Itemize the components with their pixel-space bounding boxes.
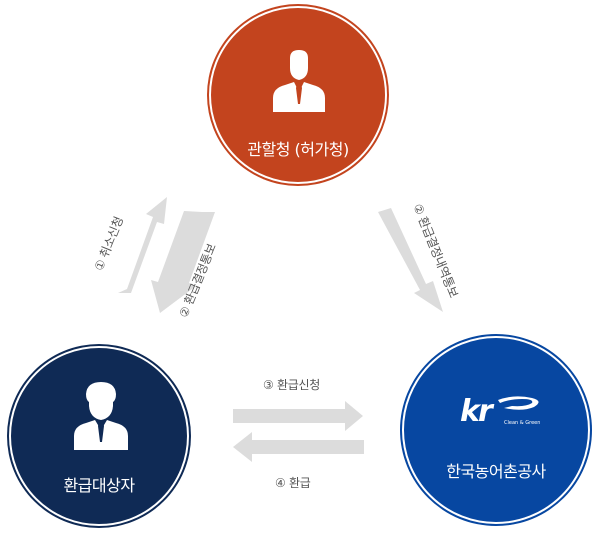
arrow-refund <box>233 432 364 462</box>
step-refund-label: ④ 환급 <box>275 476 311 490</box>
krc-logo-subtext: Clean & Green <box>504 420 541 426</box>
arrow-refund-decision-notice <box>151 211 215 313</box>
applicant-label: 환급대상자 <box>63 476 135 495</box>
person-icon <box>74 382 128 450</box>
person-icon <box>273 50 325 112</box>
authority-node: 관할청 (허가청) <box>209 6 387 184</box>
krc-label: 한국농어촌공사 <box>446 462 546 481</box>
arrow-refund-decision-notice-krc <box>378 208 443 312</box>
applicant-node: 환급대상자 <box>9 346 189 526</box>
krc-node: kr Clean & Green 한국농어촌공사 <box>402 336 590 524</box>
krc-logo-text: kr <box>460 394 493 429</box>
krc-logo: kr Clean & Green <box>458 392 548 432</box>
arrow-cancel-request <box>118 197 167 293</box>
step-refund-request-label: ③ 환급신청 <box>263 378 320 392</box>
krc-logo-swoosh-icon <box>498 396 539 410</box>
authority-label: 관할청 (허가청) <box>247 140 349 159</box>
arrow-refund-request <box>233 401 363 431</box>
